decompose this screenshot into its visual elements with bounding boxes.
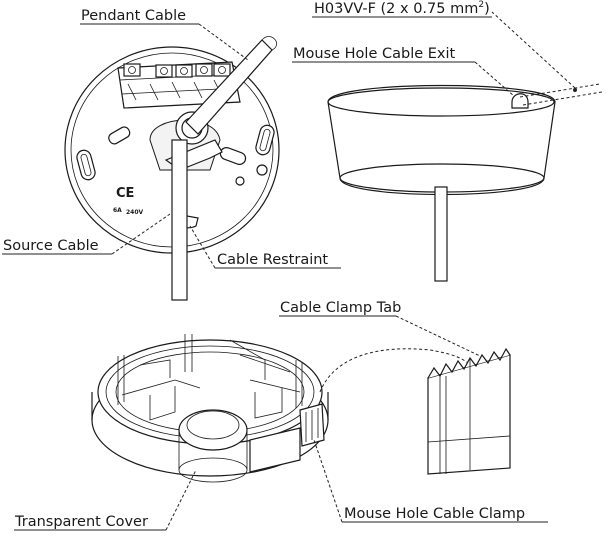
label-source-cable: Source Cable xyxy=(3,238,99,254)
transparent-cover-drawing xyxy=(91,334,477,483)
source-cable-drawing xyxy=(171,139,188,301)
pendant-cable-drawing xyxy=(185,36,278,135)
ceiling-rose-cover xyxy=(327,11,603,196)
ce-mark: CE xyxy=(116,186,134,201)
plate-rating-current: 6A xyxy=(113,207,122,214)
label-pendant-cable: Pendant Cable xyxy=(81,8,186,24)
label-cable-spec-sup: 2 xyxy=(478,0,484,10)
label-cable-spec-end: ) xyxy=(484,1,490,17)
plate-rating-voltage: 240V xyxy=(126,209,144,216)
leader-lines xyxy=(2,16,548,531)
label-cable-restraint: Cable Restraint xyxy=(217,252,328,268)
pendant-cord-drawing xyxy=(434,186,448,282)
label-cable-spec: H03VV-F (2 x 0.75 mm2) xyxy=(314,0,490,17)
label-cable-clamp-tab: Cable Clamp Tab xyxy=(280,300,401,316)
label-cable-spec-main: H03VV-F (2 x 0.75 mm xyxy=(314,1,478,17)
cable-clamp-tab-drawing xyxy=(427,347,511,475)
label-mouse-hole-cable-clamp: Mouse Hole Cable Clamp xyxy=(344,506,525,522)
label-mouse-hole-cable-exit: Mouse Hole Cable Exit xyxy=(293,46,456,62)
label-transparent-cover: Transparent Cover xyxy=(14,514,148,530)
